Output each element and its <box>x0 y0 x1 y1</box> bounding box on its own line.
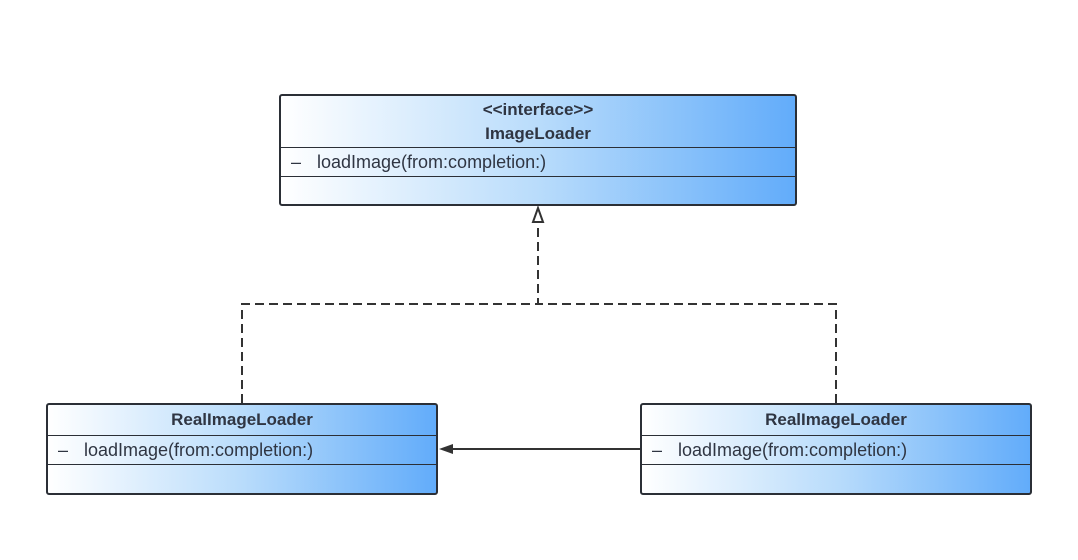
method-signature: loadImage(from:completion:) <box>84 440 314 460</box>
class-name: RealImageLoader <box>171 410 313 429</box>
method-visibility: – <box>58 440 69 460</box>
association-arrowhead <box>439 444 453 454</box>
interface-header: <<interface>> ImageLoader <box>281 96 795 148</box>
interface-method: –loadImage(from:completion:) <box>281 148 795 177</box>
realization-right-line <box>538 303 837 403</box>
method-visibility: – <box>652 440 663 460</box>
class-realimageloader-right[interactable]: RealImageLoader –loadImage(from:completi… <box>640 403 1032 495</box>
class-header: RealImageLoader <box>48 405 436 436</box>
class-empty-compartment <box>642 465 1030 493</box>
interface-stereotype: <<interface>> <box>482 100 594 119</box>
class-method: –loadImage(from:completion:) <box>48 436 436 465</box>
realization-left-line <box>241 223 539 403</box>
method-signature: loadImage(from:completion:) <box>678 440 908 460</box>
method-signature: loadImage(from:completion:) <box>317 152 547 172</box>
interface-imageloader[interactable]: <<interface>> ImageLoader –loadImage(fro… <box>279 94 797 206</box>
interface-name: ImageLoader <box>485 124 591 143</box>
class-realimageloader-left[interactable]: RealImageLoader –loadImage(from:completi… <box>46 403 438 495</box>
interface-empty-compartment <box>281 177 795 204</box>
class-empty-compartment <box>48 465 436 493</box>
class-method: –loadImage(from:completion:) <box>642 436 1030 465</box>
method-visibility: – <box>291 152 302 172</box>
class-name: RealImageLoader <box>765 410 907 429</box>
class-header: RealImageLoader <box>642 405 1030 436</box>
realization-arrowhead <box>531 205 545 223</box>
realization-lines <box>241 223 837 403</box>
